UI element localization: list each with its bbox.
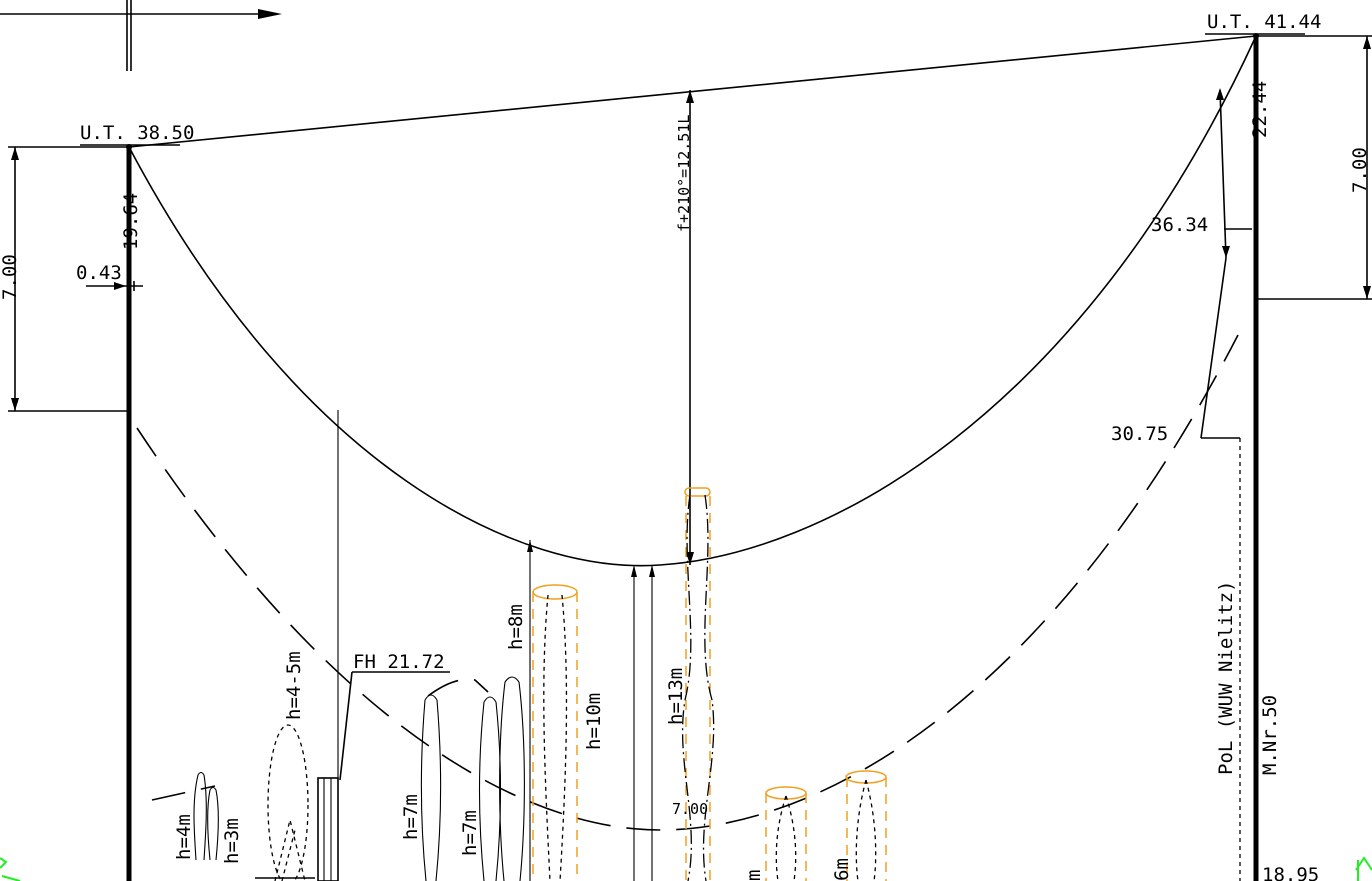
svg-text:0.43: 0.43	[76, 262, 122, 284]
tree-4-5m: h=4-5m	[255, 651, 315, 881]
fh-label-group: FH 21.72	[317, 651, 450, 881]
left-height-label: 19.64	[120, 193, 142, 250]
tree-right-pair: m 6m	[743, 770, 887, 881]
ut-right-label: U.T. 41.44	[1207, 11, 1321, 33]
tree-13m: h=13m 7.00	[665, 487, 715, 881]
ground-level-label: 18.95	[1262, 864, 1319, 881]
clearance-curve	[136, 334, 1239, 831]
pol-label: PoL (WUW Nielitz)	[1215, 581, 1237, 775]
conductor-curve	[128, 35, 1257, 567]
ut-left-label: U.T. 38.50	[80, 122, 194, 144]
chord-line	[128, 35, 1257, 148]
mast-number-label: M.Nr.50	[1259, 695, 1281, 775]
svg-text:h=8m: h=8m	[505, 604, 527, 650]
svg-text:h=3m: h=3m	[221, 818, 243, 864]
right-wire-labels: 36.34 30.75	[1111, 88, 1252, 881]
offset-dimension: 0.43	[76, 262, 143, 291]
measurement-lines	[337, 410, 655, 881]
layer-marker-right	[1355, 856, 1372, 881]
tree-7m-pair: h=7m h=7m	[400, 676, 525, 881]
right-dimension: 7.00	[1256, 35, 1372, 300]
left-dimension: 7.00	[0, 146, 129, 412]
tree-10m: h=8m h=10m	[505, 584, 605, 881]
right-height-label: 22.44	[1249, 81, 1271, 138]
layer-marker-left	[0, 857, 21, 881]
sag-dimension: f+210°=12.51L	[675, 90, 694, 565]
svg-text:h=4-5m: h=4-5m	[283, 651, 305, 720]
svg-text:30.75: 30.75	[1111, 423, 1168, 445]
svg-text:6m: 6m	[831, 858, 853, 881]
svg-text:7.00: 7.00	[672, 800, 708, 818]
svg-text:h=13m: h=13m	[665, 668, 687, 725]
svg-text:h=10m: h=10m	[583, 693, 605, 750]
svg-text:f+210°=12.51L: f+210°=12.51L	[675, 115, 693, 232]
svg-text:36.34: 36.34	[1151, 214, 1208, 236]
tree-4m-3m: h=4m h=3m	[151, 771, 243, 864]
svg-text:h=7m: h=7m	[459, 810, 481, 856]
svg-text:7.00: 7.00	[0, 254, 21, 300]
svg-text:h=4m: h=4m	[173, 814, 195, 860]
svg-text:7.00: 7.00	[1349, 147, 1371, 193]
svg-text:h=7m: h=7m	[400, 794, 422, 840]
direction-arrow-icon	[0, 0, 282, 71]
svg-text:m: m	[743, 870, 765, 881]
svg-text:FH 21.72: FH 21.72	[353, 651, 445, 673]
